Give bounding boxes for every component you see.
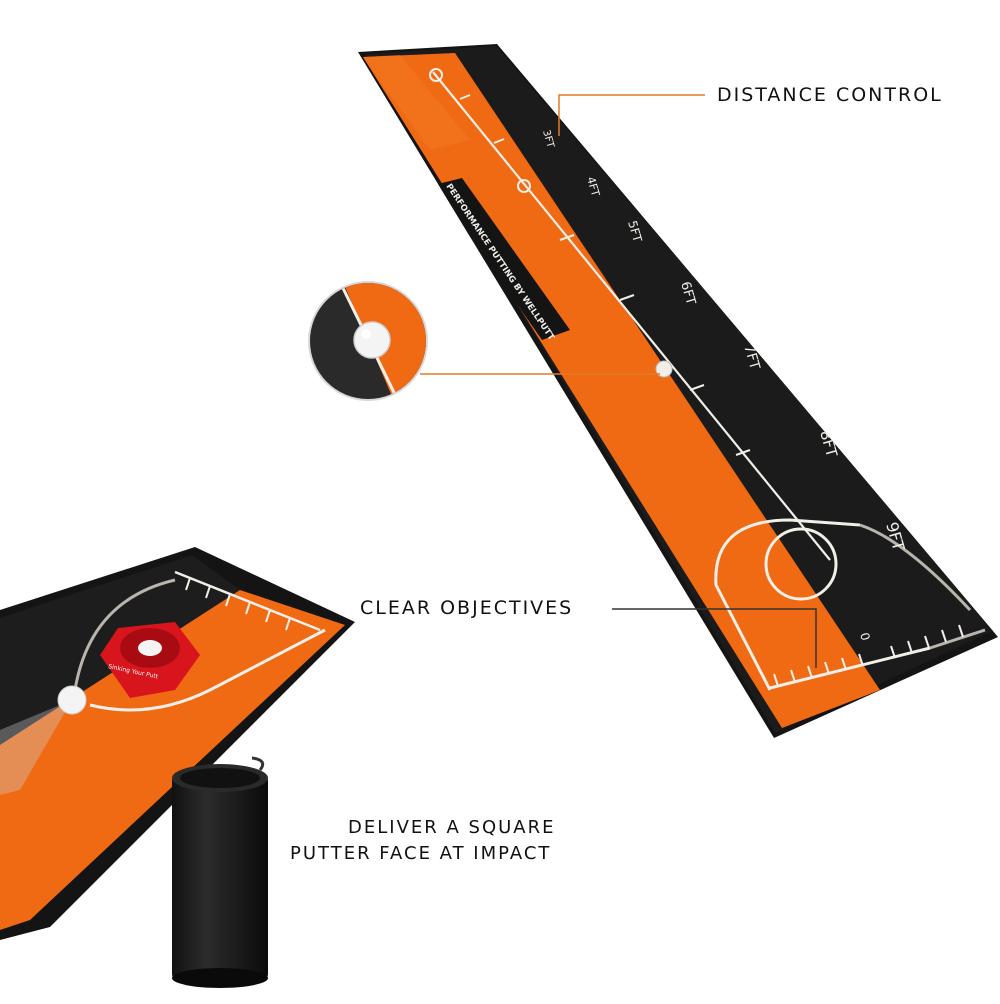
center-line [432,71,831,561]
cup-target-circle [764,527,838,601]
marker-dot [517,179,531,193]
mini-mat: Sinking Your Putt [0,547,355,940]
zoom-golf-ball [353,321,391,359]
distance-label-5ft: 5FT [625,219,645,244]
half-circle-zone [714,518,861,691]
rolled-mat [172,756,268,988]
mini-orange-lane [0,590,345,930]
clear-objectives-label: CLEAR OBJECTIVES [360,597,574,619]
distance-label-6ft: 6FT [677,280,698,307]
mini-golf-ball [57,685,87,715]
main-mat: PERFORMANCE PUTTING BY WELLPUTT 3FT 4FT … [358,44,998,738]
start-line [769,646,931,690]
zoom-detail [308,281,428,401]
square-face-label-line1: DELIVER A SQUARE [348,817,556,838]
clear-callout-line [612,608,817,668]
marker-dot [429,68,443,82]
distance-callout-line [558,94,705,136]
distance-control-label: DISTANCE CONTROL [717,84,943,106]
golf-ball [655,360,673,378]
callout-lines [420,94,817,668]
putting-cup: Sinking Your Putt [100,622,200,698]
zero-label: 0 [857,631,873,642]
orange-lane [363,53,880,728]
brand-strip [434,178,570,340]
square-face-label-line2: PUTTER FACE AT IMPACT [290,843,552,864]
ruler-ticks [773,624,964,687]
distance-label-3ft: 3FT [540,129,556,150]
distance-ticks [459,94,751,456]
distance-label-4ft: 4FT [584,175,602,198]
